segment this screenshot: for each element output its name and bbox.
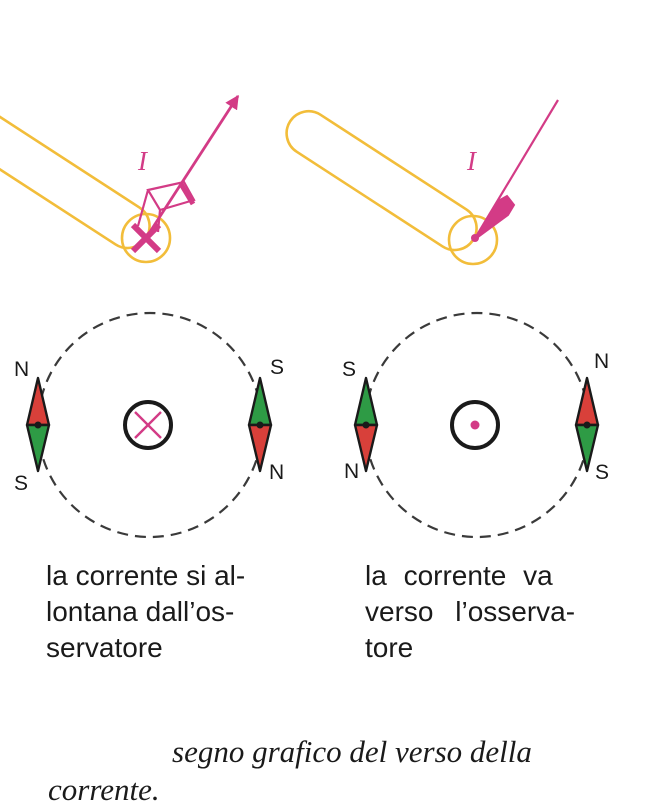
current-label-left: I: [137, 146, 149, 176]
caption-current-toward: la corrente va verso l’osserva- tore: [365, 558, 630, 666]
compass-label-s: S: [342, 358, 356, 381]
caption-line: verso l’osserva-: [365, 596, 576, 627]
caption-line: lontana dall’os-: [46, 596, 235, 627]
field-line-left: [36, 311, 264, 539]
compass-label-s: S: [14, 472, 28, 495]
wire-cross-section-right: [450, 400, 500, 450]
footnote-line: corrente.: [48, 772, 160, 807]
caption-current-away: la corrente si al- lontana dall’os- serv…: [46, 558, 336, 666]
wire-left: I: [0, 94, 240, 264]
caption-line: la corrente si al-: [46, 560, 246, 591]
wire-right: I: [285, 99, 559, 266]
compass-label-n: N: [344, 460, 359, 483]
footnote-line: segno grafico del verso della: [172, 734, 532, 769]
compass-label-s: S: [270, 356, 284, 379]
wire-cross-section-left: [123, 400, 173, 450]
compass-label-s: S: [595, 461, 609, 484]
dot-symbol-wire-right: [471, 234, 479, 242]
caption-line: servatore: [46, 632, 163, 663]
current-label-right: I: [466, 146, 478, 176]
footnote: segno grafico del verso della corrente.: [48, 733, 648, 809]
caption-line: la corrente va: [365, 560, 553, 591]
compass-needle-right-outer: S N: [342, 358, 379, 483]
cross-symbol-left: [130, 222, 162, 254]
compass-needle-right-inner: N S: [574, 350, 609, 484]
current-direction-diagram: I I N S S N: [0, 94, 609, 539]
current-arrow-left: [144, 94, 240, 239]
compass-needle-left-inner: S N: [247, 356, 284, 484]
compass-label-n: N: [594, 350, 609, 373]
compass-needle-left-outer: N S: [14, 358, 51, 495]
compass-label-n: N: [14, 358, 29, 381]
caption-line: tore: [365, 632, 414, 663]
arrow-head-right: [473, 194, 516, 241]
compass-label-n: N: [269, 461, 284, 484]
